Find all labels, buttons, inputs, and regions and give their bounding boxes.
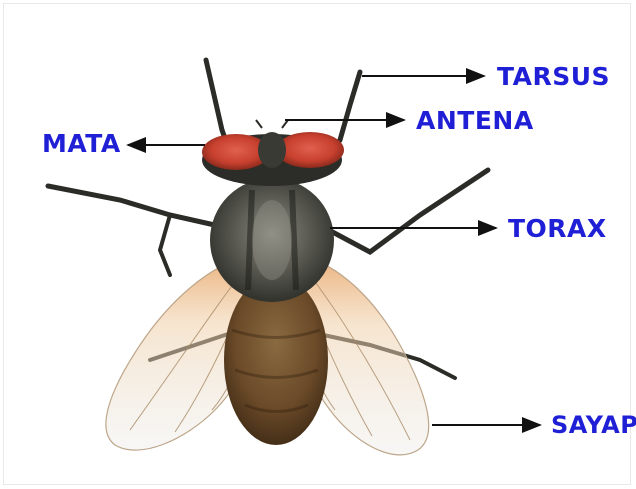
label-tarsus: TARSUS [497,64,610,89]
label-sayap: SAYAP [551,413,636,437]
right-eye [276,132,344,168]
antenna [256,120,288,128]
label-mata: MATA [42,131,121,156]
label-antena: ANTENA [416,108,534,133]
label-torax: TORAX [508,216,607,241]
